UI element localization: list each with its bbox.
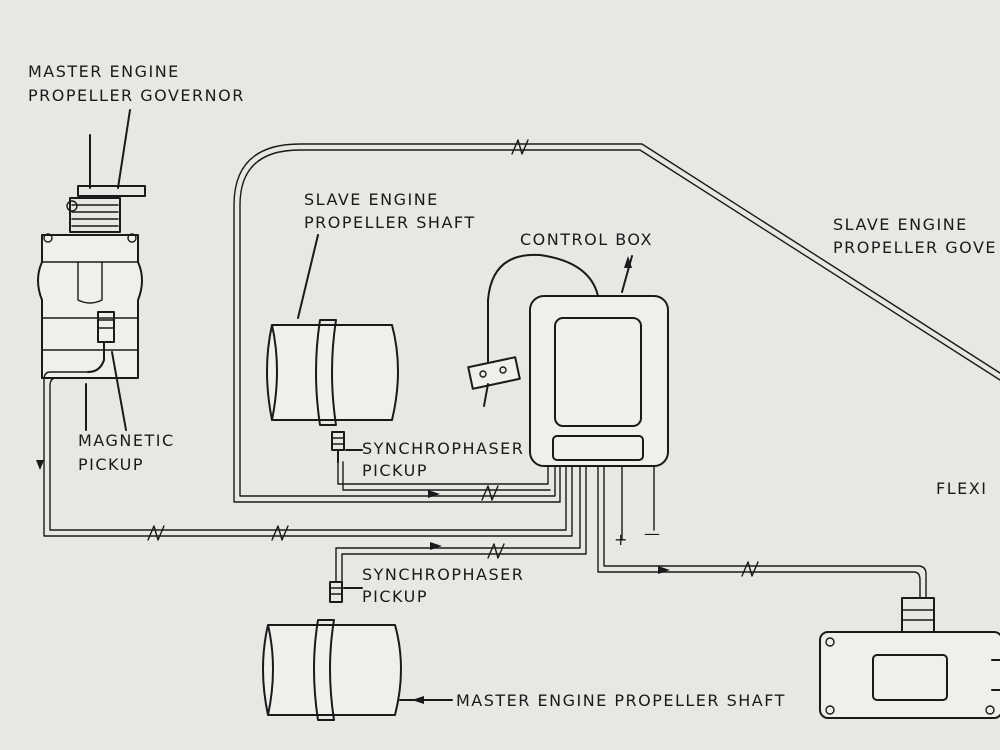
slave-propeller-shaft: [266, 319, 399, 426]
flow-arrows: [36, 256, 670, 704]
label-slave-shaft-1: SLAVE ENGINE: [304, 190, 439, 209]
label-plus: +: [614, 530, 629, 549]
label-control-box: CONTROL BOX: [520, 230, 653, 249]
flexible-unit: [819, 597, 1000, 719]
label-flexible: FLEXI: [936, 479, 987, 498]
master-governor: [37, 134, 146, 379]
label-master-governor-1: MASTER ENGINE: [28, 62, 180, 81]
label-minus: —: [644, 524, 662, 543]
master-propeller-shaft: [262, 619, 402, 721]
label-synchrophaser-lower-2: PICKUP: [362, 587, 428, 606]
label-slave-shaft-2: PROPELLER SHAFT: [304, 213, 476, 232]
label-slave-governor-2: PROPELLER GOVE: [833, 238, 997, 257]
label-synchrophaser-upper-2: PICKUP: [362, 461, 428, 480]
wiring: [43, 109, 1000, 701]
synchrophaser-pickup-upper: [331, 431, 345, 463]
synchrophaser-pickup-lower: [329, 581, 343, 603]
label-magnetic-pickup-1: MAGNETIC: [78, 431, 175, 450]
label-master-governor-2: PROPELLER GOVERNOR: [28, 86, 245, 105]
label-synchrophaser-lower-1: SYNCHROPHASER: [362, 565, 524, 584]
label-master-shaft: MASTER ENGINE PROPELLER SHAFT: [456, 691, 786, 710]
control-box: [467, 253, 669, 467]
label-slave-governor-1: SLAVE ENGINE: [833, 215, 968, 234]
label-synchrophaser-upper-1: SYNCHROPHASER: [362, 439, 524, 458]
label-magnetic-pickup-2: PICKUP: [78, 455, 144, 474]
